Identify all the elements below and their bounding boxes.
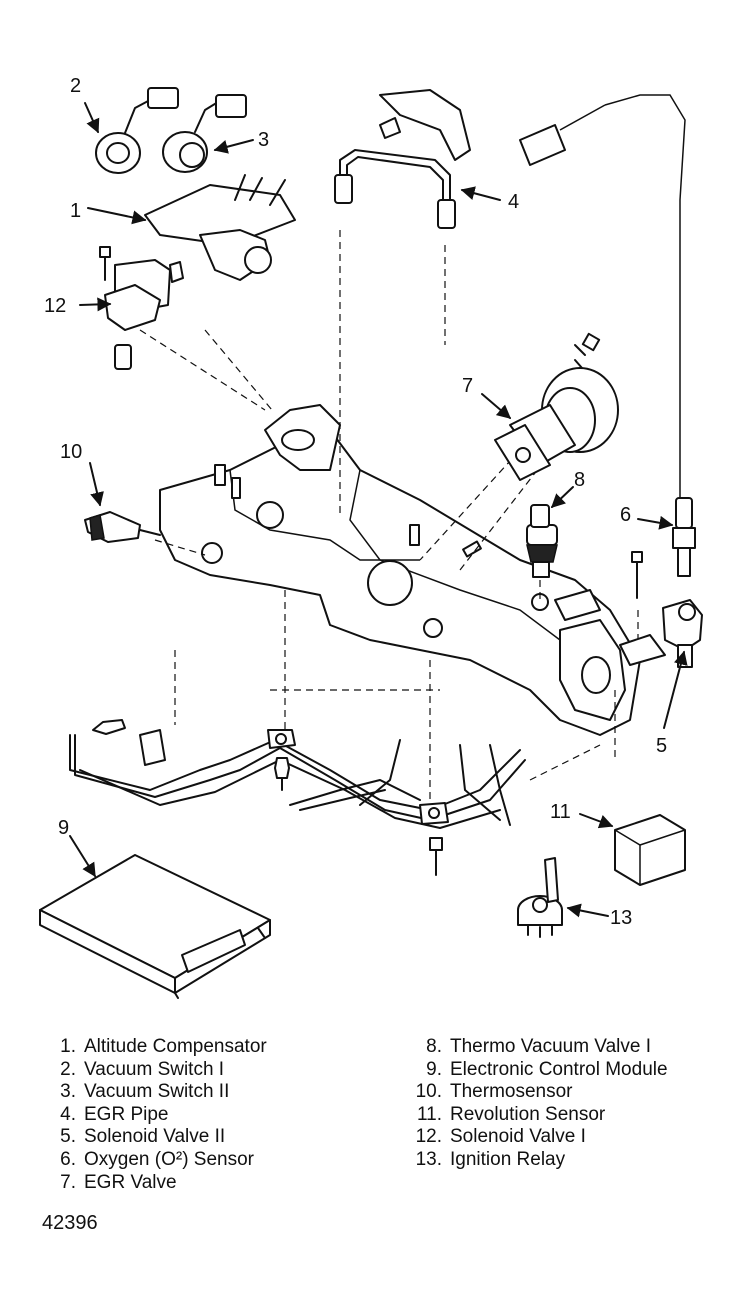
callout-12: 12 [44, 295, 66, 317]
callout-3: 3 [258, 129, 269, 151]
legend-number: 9. [426, 1058, 442, 1080]
bolts [92, 246, 643, 876]
legend-item: 11. Revolution Sensor [410, 1104, 668, 1127]
legend-label: Ignition Relay [450, 1148, 566, 1170]
vacuum-switch-2 [162, 94, 247, 173]
legend-item: 7. EGR Valve [44, 1172, 267, 1195]
legend-item: 1. Altitude Compensator [44, 1036, 267, 1059]
electronic-control-module [39, 854, 271, 999]
callout-labels: 1 2 3 4 5 6 7 8 9 10 11 12 13 [44, 75, 667, 929]
callout-arrows [69, 102, 688, 918]
thermo-vacuum-valve [526, 504, 558, 578]
solenoid-valve-1 [104, 259, 184, 370]
legend-number: 1. [60, 1036, 76, 1057]
altitude-compensator [144, 174, 296, 281]
egr-valve [494, 332, 619, 481]
legend-label: Solenoid Valve I [450, 1126, 586, 1148]
callout-10: 10 [60, 441, 82, 463]
ignition-relay [517, 857, 563, 938]
legend-item: 13. Ignition Relay [410, 1149, 668, 1172]
legend-number: 3. [60, 1081, 76, 1103]
legend-number: 7. [60, 1171, 76, 1193]
vacuum-hose-harness [69, 729, 526, 829]
legend-item: 9. Electronic Control Module [410, 1058, 668, 1082]
legend-label: Revolution Sensor [450, 1103, 606, 1125]
assembly-guide-lines [139, 230, 639, 820]
callout-5: 5 [656, 735, 667, 757]
legend-number: 13. [415, 1148, 442, 1170]
legend-number: 11. [416, 1103, 442, 1125]
legend-number: 5. [60, 1126, 76, 1148]
exploded-parts-diagram: 1 2 3 4 5 6 7 8 9 10 11 12 13 [39, 75, 703, 999]
legend-left-column: 1. Altitude Compensator 2. Vacuum Switch I… [44, 1036, 267, 1194]
egr-pipe [334, 89, 471, 229]
legend-item: 2. Vacuum Switch I [44, 1059, 267, 1082]
legend-number: 6. [60, 1148, 76, 1170]
legend-number: 12. [415, 1126, 442, 1148]
callout-6: 6 [620, 504, 631, 526]
figure-number: 42396 [42, 1212, 98, 1234]
legend-label: Altitude Compensator [84, 1036, 267, 1057]
vacuum-switch-1 [95, 87, 179, 174]
callout-9: 9 [58, 817, 69, 839]
legend-label: Oxygen (O²) Sensor [84, 1148, 254, 1170]
legend-label: Thermosensor [450, 1081, 573, 1103]
legend-item: 6. Oxygen (O²) Sensor [44, 1149, 267, 1172]
callout-8: 8 [574, 469, 585, 491]
legend-item: 12. Solenoid Valve I [410, 1126, 668, 1149]
legend-label: Thermo Vacuum Valve I [450, 1036, 651, 1057]
oxygen-sensor [519, 94, 696, 577]
thermosensor [84, 511, 161, 543]
legend-number: 2. [60, 1058, 76, 1080]
callout-2: 2 [70, 75, 81, 97]
legend-label: EGR Valve [84, 1171, 177, 1193]
callout-7: 7 [462, 375, 473, 397]
legend-number: 4. [60, 1103, 76, 1125]
legend-item: 4. EGR Pipe [44, 1104, 267, 1127]
callout-4: 4 [508, 191, 519, 213]
revolution-sensor [614, 814, 686, 886]
legend-label: Solenoid Valve II [84, 1126, 226, 1148]
legend-label: Electronic Control Module [450, 1058, 668, 1080]
callout-11: 11 [550, 801, 571, 823]
legend-label: EGR Pipe [84, 1103, 169, 1125]
callout-13: 13 [610, 907, 632, 929]
intake-manifold [159, 404, 641, 736]
legend-number: 8. [426, 1036, 442, 1057]
legend-label: Vacuum Switch I [84, 1058, 225, 1080]
legend-label: Vacuum Switch II [84, 1081, 230, 1103]
legend-item: 8. Thermo Vacuum Valve I [410, 1036, 668, 1059]
callout-1: 1 [70, 200, 81, 222]
legend-item: 5. Solenoid Valve II [44, 1126, 267, 1149]
legend-item: 10. Thermosensor [410, 1081, 668, 1104]
solenoid-valve-2 [619, 599, 703, 668]
legend-item: 3. Vacuum Switch II [44, 1081, 267, 1104]
legend-number: 10. [415, 1081, 442, 1103]
legend-right-column: 8. Thermo Vacuum Valve I 9. Electronic Con… [410, 1036, 668, 1172]
